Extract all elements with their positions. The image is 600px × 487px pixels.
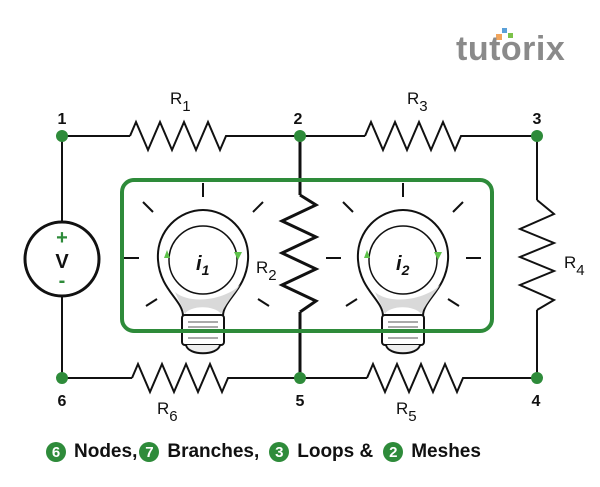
node-3 <box>531 130 543 142</box>
resistor-r5 <box>366 361 470 395</box>
node-label-5: 5 <box>296 393 305 410</box>
logo-dot-orange <box>496 34 502 40</box>
resistor-r4 <box>517 199 557 311</box>
source-minus: - <box>59 270 66 292</box>
wires <box>61 135 538 379</box>
resistor-label-r2: R2 <box>256 258 277 284</box>
resistor-label-r3: R3 <box>407 89 428 115</box>
bulb-icon-2 <box>326 183 481 355</box>
node-label-4: 4 <box>532 393 541 410</box>
logo-dot-blue <box>502 28 507 33</box>
resistor-r3 <box>364 119 468 153</box>
count-badge-meshes: 2 <box>383 442 404 462</box>
mesh-current-label-1: i1 <box>196 253 210 278</box>
caption-meshes: Meshes <box>411 441 481 462</box>
source-label: V <box>55 251 69 273</box>
node-4 <box>531 372 543 384</box>
nodes <box>56 130 543 384</box>
bulb-icon-1 <box>124 183 270 355</box>
arrow-down-icon <box>234 252 242 260</box>
node-label-6: 6 <box>58 393 67 410</box>
node-label-1: 1 <box>58 111 67 128</box>
mesh-current-loop-1 <box>168 225 238 295</box>
voltage-source: + V - <box>23 220 101 298</box>
arrow-up-icon <box>364 250 370 258</box>
resistor-label-r6: R6 <box>157 399 178 425</box>
count-badge-nodes: 6 <box>46 442 66 462</box>
arrow-down-icon <box>434 252 442 260</box>
tutorix-logo: tutorix <box>456 30 566 68</box>
resistor-r6 <box>131 361 234 395</box>
summary-caption: 6 Nodes, 7 Branches, 3 Loops & 2 Meshes <box>46 438 491 466</box>
resistor-label-r4: R4 <box>564 253 585 279</box>
node-label-2: 2 <box>294 111 303 128</box>
arrow-up-icon <box>164 250 170 258</box>
node-6 <box>56 372 68 384</box>
node-2 <box>294 130 306 142</box>
resistor-label-r5: R5 <box>396 399 417 425</box>
logo-dot-green <box>508 33 513 38</box>
count-badge-branches: 7 <box>139 442 160 462</box>
node-1 <box>56 130 68 142</box>
mesh-current-loop-2 <box>368 225 438 295</box>
caption-loops: Loops & <box>297 441 374 462</box>
caption-branches: Branches, <box>167 441 260 462</box>
caption-nodes: Nodes, <box>74 441 138 462</box>
mesh-current-label-2: i2 <box>396 253 410 278</box>
count-badge-loops: 3 <box>269 442 290 462</box>
source-plus: + <box>56 227 68 249</box>
node-5 <box>294 372 306 384</box>
resistor-label-r1: R1 <box>170 89 191 115</box>
resistor-r2 <box>278 193 320 314</box>
node-label-3: 3 <box>533 111 542 128</box>
voltage-source-circle <box>23 220 101 298</box>
resistor-r1 <box>129 119 233 153</box>
